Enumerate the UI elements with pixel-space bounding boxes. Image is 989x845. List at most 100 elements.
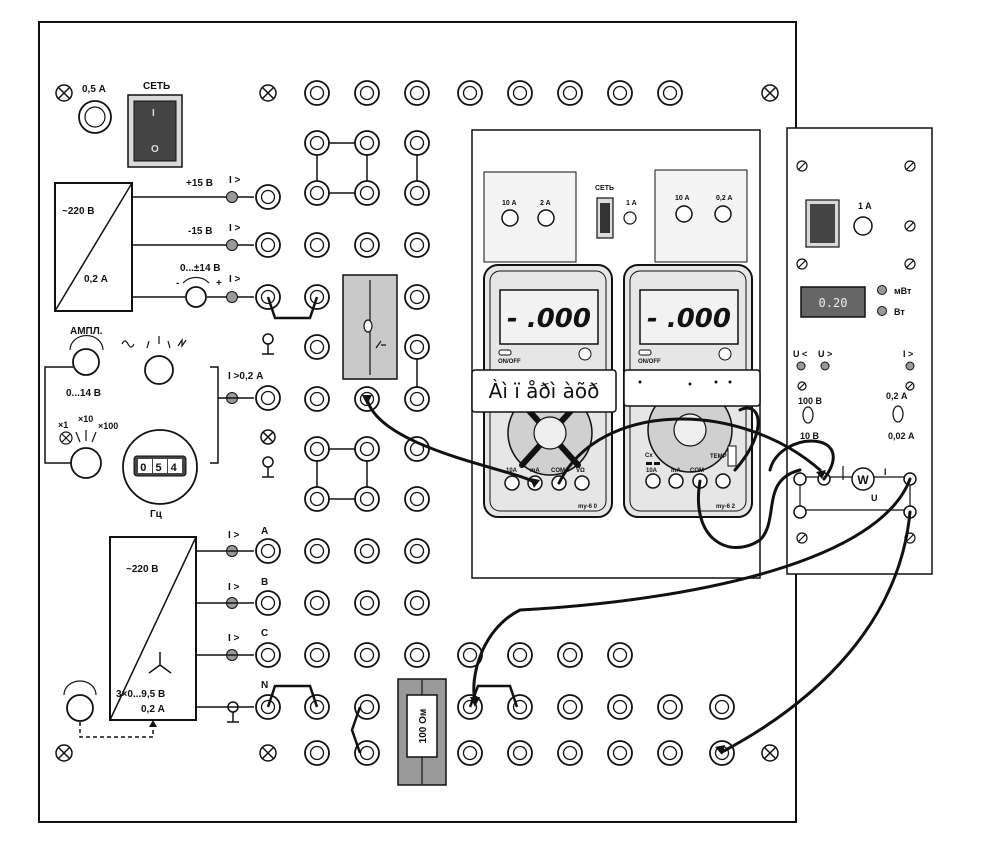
socket-inner bbox=[612, 647, 628, 663]
socket-inner bbox=[462, 745, 478, 761]
socket-inner bbox=[409, 135, 425, 151]
socket-inner bbox=[260, 390, 276, 406]
amplitude-knob[interactable] bbox=[72, 348, 100, 376]
jumper-wires bbox=[266, 296, 519, 754]
svg-text:TEMP: TEMP bbox=[710, 454, 727, 460]
socket-inner bbox=[714, 699, 730, 715]
socket-inner bbox=[309, 647, 325, 663]
svg-text:U: U bbox=[871, 493, 878, 503]
left-fuse-2a: 2 A bbox=[540, 200, 551, 207]
wattmeter-symbol-label: W bbox=[857, 473, 869, 487]
left-onoff-button[interactable] bbox=[498, 349, 512, 356]
label-overlay bbox=[471, 369, 617, 413]
dc-plus15-indicator-label: I > bbox=[229, 175, 241, 186]
connection-wires bbox=[365, 397, 912, 754]
wire-arrow-icon bbox=[362, 395, 826, 755]
right-hold-icon bbox=[718, 347, 732, 361]
socket-inner bbox=[512, 85, 528, 101]
socket-inner bbox=[409, 391, 425, 407]
socket-inner bbox=[359, 745, 375, 761]
svg-text:O: O bbox=[151, 144, 159, 155]
svg-text:10A: 10A bbox=[506, 468, 518, 474]
current-range-toggle[interactable] bbox=[892, 405, 904, 423]
dc-adjust-knob[interactable] bbox=[185, 286, 207, 308]
svg-text:ON/OFF: ON/OFF bbox=[638, 359, 661, 365]
dc-adjustable-indicator-label: I > bbox=[229, 274, 241, 285]
svg-text:-: - bbox=[176, 278, 179, 289]
phase-b-indicator-label: I > bbox=[228, 582, 240, 593]
multiplier-x100: ×100 bbox=[98, 421, 118, 431]
left-multimeter-reading: - .000 bbox=[507, 304, 591, 334]
three-phase-range: 3×0...9,5 В bbox=[116, 689, 165, 700]
socket-inner bbox=[309, 339, 325, 355]
socket-inner bbox=[260, 189, 276, 205]
waveform-icon bbox=[121, 336, 187, 349]
socket-inner bbox=[409, 185, 425, 201]
unit-mw-label: мВт bbox=[894, 286, 912, 296]
star-connection-icon bbox=[148, 652, 172, 674]
wattmeter-terminals[interactable] bbox=[793, 472, 917, 519]
left-fuse-10a-holder[interactable] bbox=[501, 209, 519, 227]
left-fuse-panel bbox=[483, 171, 577, 263]
phase-b-label: B bbox=[261, 577, 268, 588]
socket-grid bbox=[255, 80, 735, 766]
socket-inner bbox=[359, 699, 375, 715]
voltage-lo-label: 10 В bbox=[800, 431, 820, 441]
left-hold-icon bbox=[578, 347, 592, 361]
socket-inner bbox=[309, 595, 325, 611]
screw-icon bbox=[55, 84, 779, 762]
socket-inner bbox=[409, 237, 425, 253]
socket-inner bbox=[359, 85, 375, 101]
neutral-label: N bbox=[261, 680, 268, 691]
socket-inner bbox=[359, 595, 375, 611]
frequency-unit: Гц bbox=[150, 509, 163, 520]
range-multiplier-knob[interactable] bbox=[70, 447, 102, 479]
socket-inner bbox=[562, 647, 578, 663]
dots-icon bbox=[638, 380, 732, 386]
right-fuse-panel bbox=[654, 169, 748, 263]
transformer-input: ~220 В bbox=[62, 206, 95, 217]
tick-marks-icon bbox=[75, 430, 97, 443]
wattmeter-fuse-label: 1 A bbox=[858, 201, 872, 211]
waveform-selector-knob[interactable] bbox=[144, 355, 174, 385]
dc-minus15-indicator-label: I > bbox=[229, 223, 241, 234]
socket-inner bbox=[260, 543, 276, 559]
socket-inner bbox=[409, 595, 425, 611]
socket-inner bbox=[309, 491, 325, 507]
socket-inner bbox=[409, 491, 425, 507]
left-fuse-10a: 10 A bbox=[502, 200, 517, 207]
left-fuse-2a-holder[interactable] bbox=[537, 209, 555, 227]
phase-a-label: A bbox=[261, 526, 268, 537]
stand-network-label: СЕТЬ bbox=[595, 185, 614, 192]
right-fuse-02a-holder[interactable] bbox=[714, 205, 732, 223]
generator-ampl-label: АМПЛ. bbox=[70, 326, 103, 337]
wattmeter-fuse-holder[interactable] bbox=[853, 216, 873, 236]
mechanical-link bbox=[79, 722, 154, 738]
svg-text:VΩ: VΩ bbox=[576, 468, 585, 474]
socket-inner bbox=[512, 647, 528, 663]
wattmeter-reading: 0.20 bbox=[819, 296, 848, 310]
right-fuse-10a-holder[interactable] bbox=[675, 205, 693, 223]
right-onoff-button[interactable] bbox=[638, 349, 652, 356]
socket-inner bbox=[409, 339, 425, 355]
right-multimeter-terminals[interactable] bbox=[645, 473, 731, 489]
knob-arc-icon bbox=[63, 680, 97, 696]
stand-fuse-holder[interactable] bbox=[623, 211, 637, 225]
voltage-range-toggle[interactable] bbox=[802, 406, 814, 424]
socket-inner bbox=[309, 441, 325, 457]
socket-inner bbox=[309, 543, 325, 559]
dc-plus15-label: +15 В bbox=[186, 178, 213, 189]
voltage-hi-label: 100 В bbox=[798, 396, 823, 406]
socket-inner bbox=[260, 595, 276, 611]
svg-text:COM: COM bbox=[551, 468, 565, 474]
three-phase-voltage-knob[interactable] bbox=[66, 694, 94, 722]
knob-arc-icon bbox=[182, 276, 210, 284]
socket-inner bbox=[359, 491, 375, 507]
svg-text:I: I bbox=[152, 108, 155, 119]
arrow-up-icon bbox=[149, 720, 157, 727]
socket-inner bbox=[260, 647, 276, 663]
current-lo-label: 0,02 А bbox=[888, 431, 915, 441]
phase-lines bbox=[196, 550, 254, 708]
right-multimeter-reading: - .000 bbox=[647, 304, 731, 334]
phase-c-label: C bbox=[261, 628, 268, 639]
